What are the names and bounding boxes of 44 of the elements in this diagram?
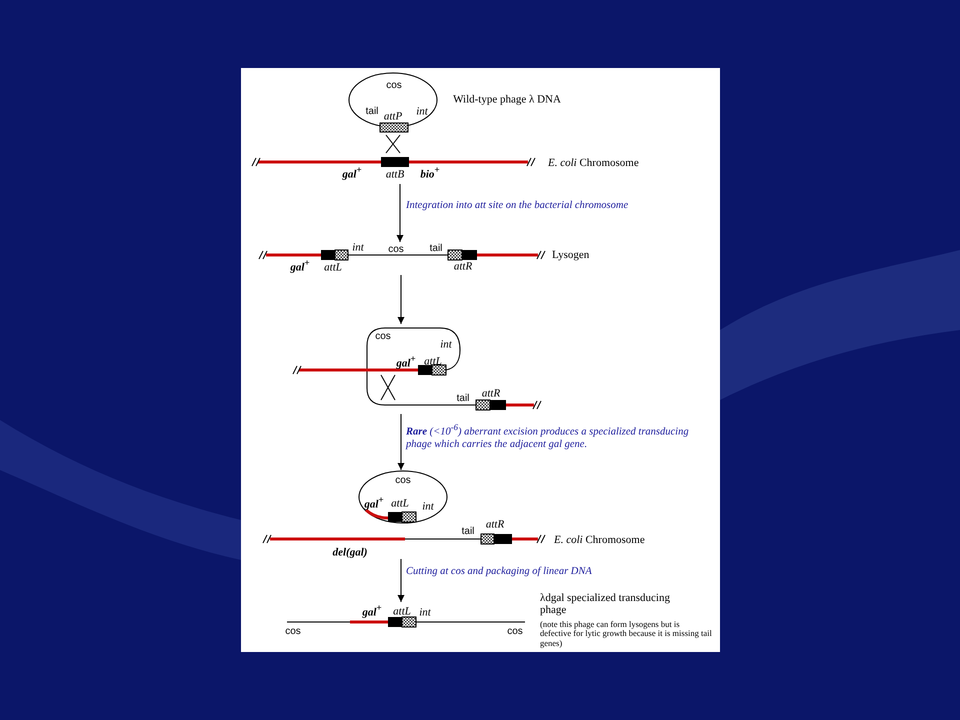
arrow xyxy=(398,414,404,470)
site-label: int xyxy=(419,608,431,618)
edge-label: Integration into att site on the bacterial chromosome xyxy=(406,200,630,213)
gene-label: gal$^{+}$ xyxy=(290,258,310,274)
edge-label: Rare (<10$^{-6}$) aberrant excision produces a specialized transducing phage which carries the adjacent gal gene. xyxy=(406,422,690,452)
gene-label: gal$^{+}$ xyxy=(364,496,384,510)
caption-text: Wild-type phage λ DNA xyxy=(453,94,561,106)
arrow xyxy=(398,558,404,602)
caption-text: E. coli Chromosome xyxy=(548,157,639,170)
site-label: attL xyxy=(391,498,409,510)
caption-text: λdgal specialized transducing phage xyxy=(540,592,671,616)
gene-label: cos xyxy=(285,627,301,637)
note-text: (note this phage can form lysogens but is defective for lytic growth because it is missing tail genes) xyxy=(540,620,712,648)
site-label: attL xyxy=(324,262,342,274)
site-label: attB xyxy=(386,170,404,180)
gene-label: tail xyxy=(462,527,474,537)
caption-text: Lysogen xyxy=(552,249,590,262)
site-label: attR xyxy=(486,520,504,530)
arrow xyxy=(398,274,404,324)
edge-label: Cutting at cos and packaging of linear DNA xyxy=(406,566,593,579)
gene-label: cos xyxy=(395,476,411,486)
site-label: int xyxy=(440,340,452,350)
gene-label: cos xyxy=(375,332,391,342)
site-label: int xyxy=(416,106,428,118)
gene-label: tail xyxy=(430,244,442,254)
gene-label: gal$^{+}$ xyxy=(362,604,382,618)
site-label: int xyxy=(422,502,434,512)
site-label: attP xyxy=(384,112,402,122)
site-label: int xyxy=(352,242,364,254)
arrow xyxy=(396,184,404,242)
gene-label: del(gal) xyxy=(332,548,368,558)
gene-label: bio$^{+}$ xyxy=(420,166,440,180)
gene-label: gal$^{+}$ xyxy=(342,166,362,180)
gene-label: cos xyxy=(507,627,523,637)
site-label: attL xyxy=(424,356,442,368)
gene-label: tail xyxy=(366,107,378,117)
caption-text: E. coli Chromosome xyxy=(554,534,645,546)
gene-label: cos xyxy=(388,245,404,255)
site-label: attR xyxy=(454,262,472,272)
site-label: attL xyxy=(393,606,411,618)
site-label: attR xyxy=(482,388,500,400)
gene-label: cos xyxy=(386,81,402,91)
gene-label: tail xyxy=(456,394,470,404)
gene-label: gal$^{+}$ xyxy=(396,354,416,370)
